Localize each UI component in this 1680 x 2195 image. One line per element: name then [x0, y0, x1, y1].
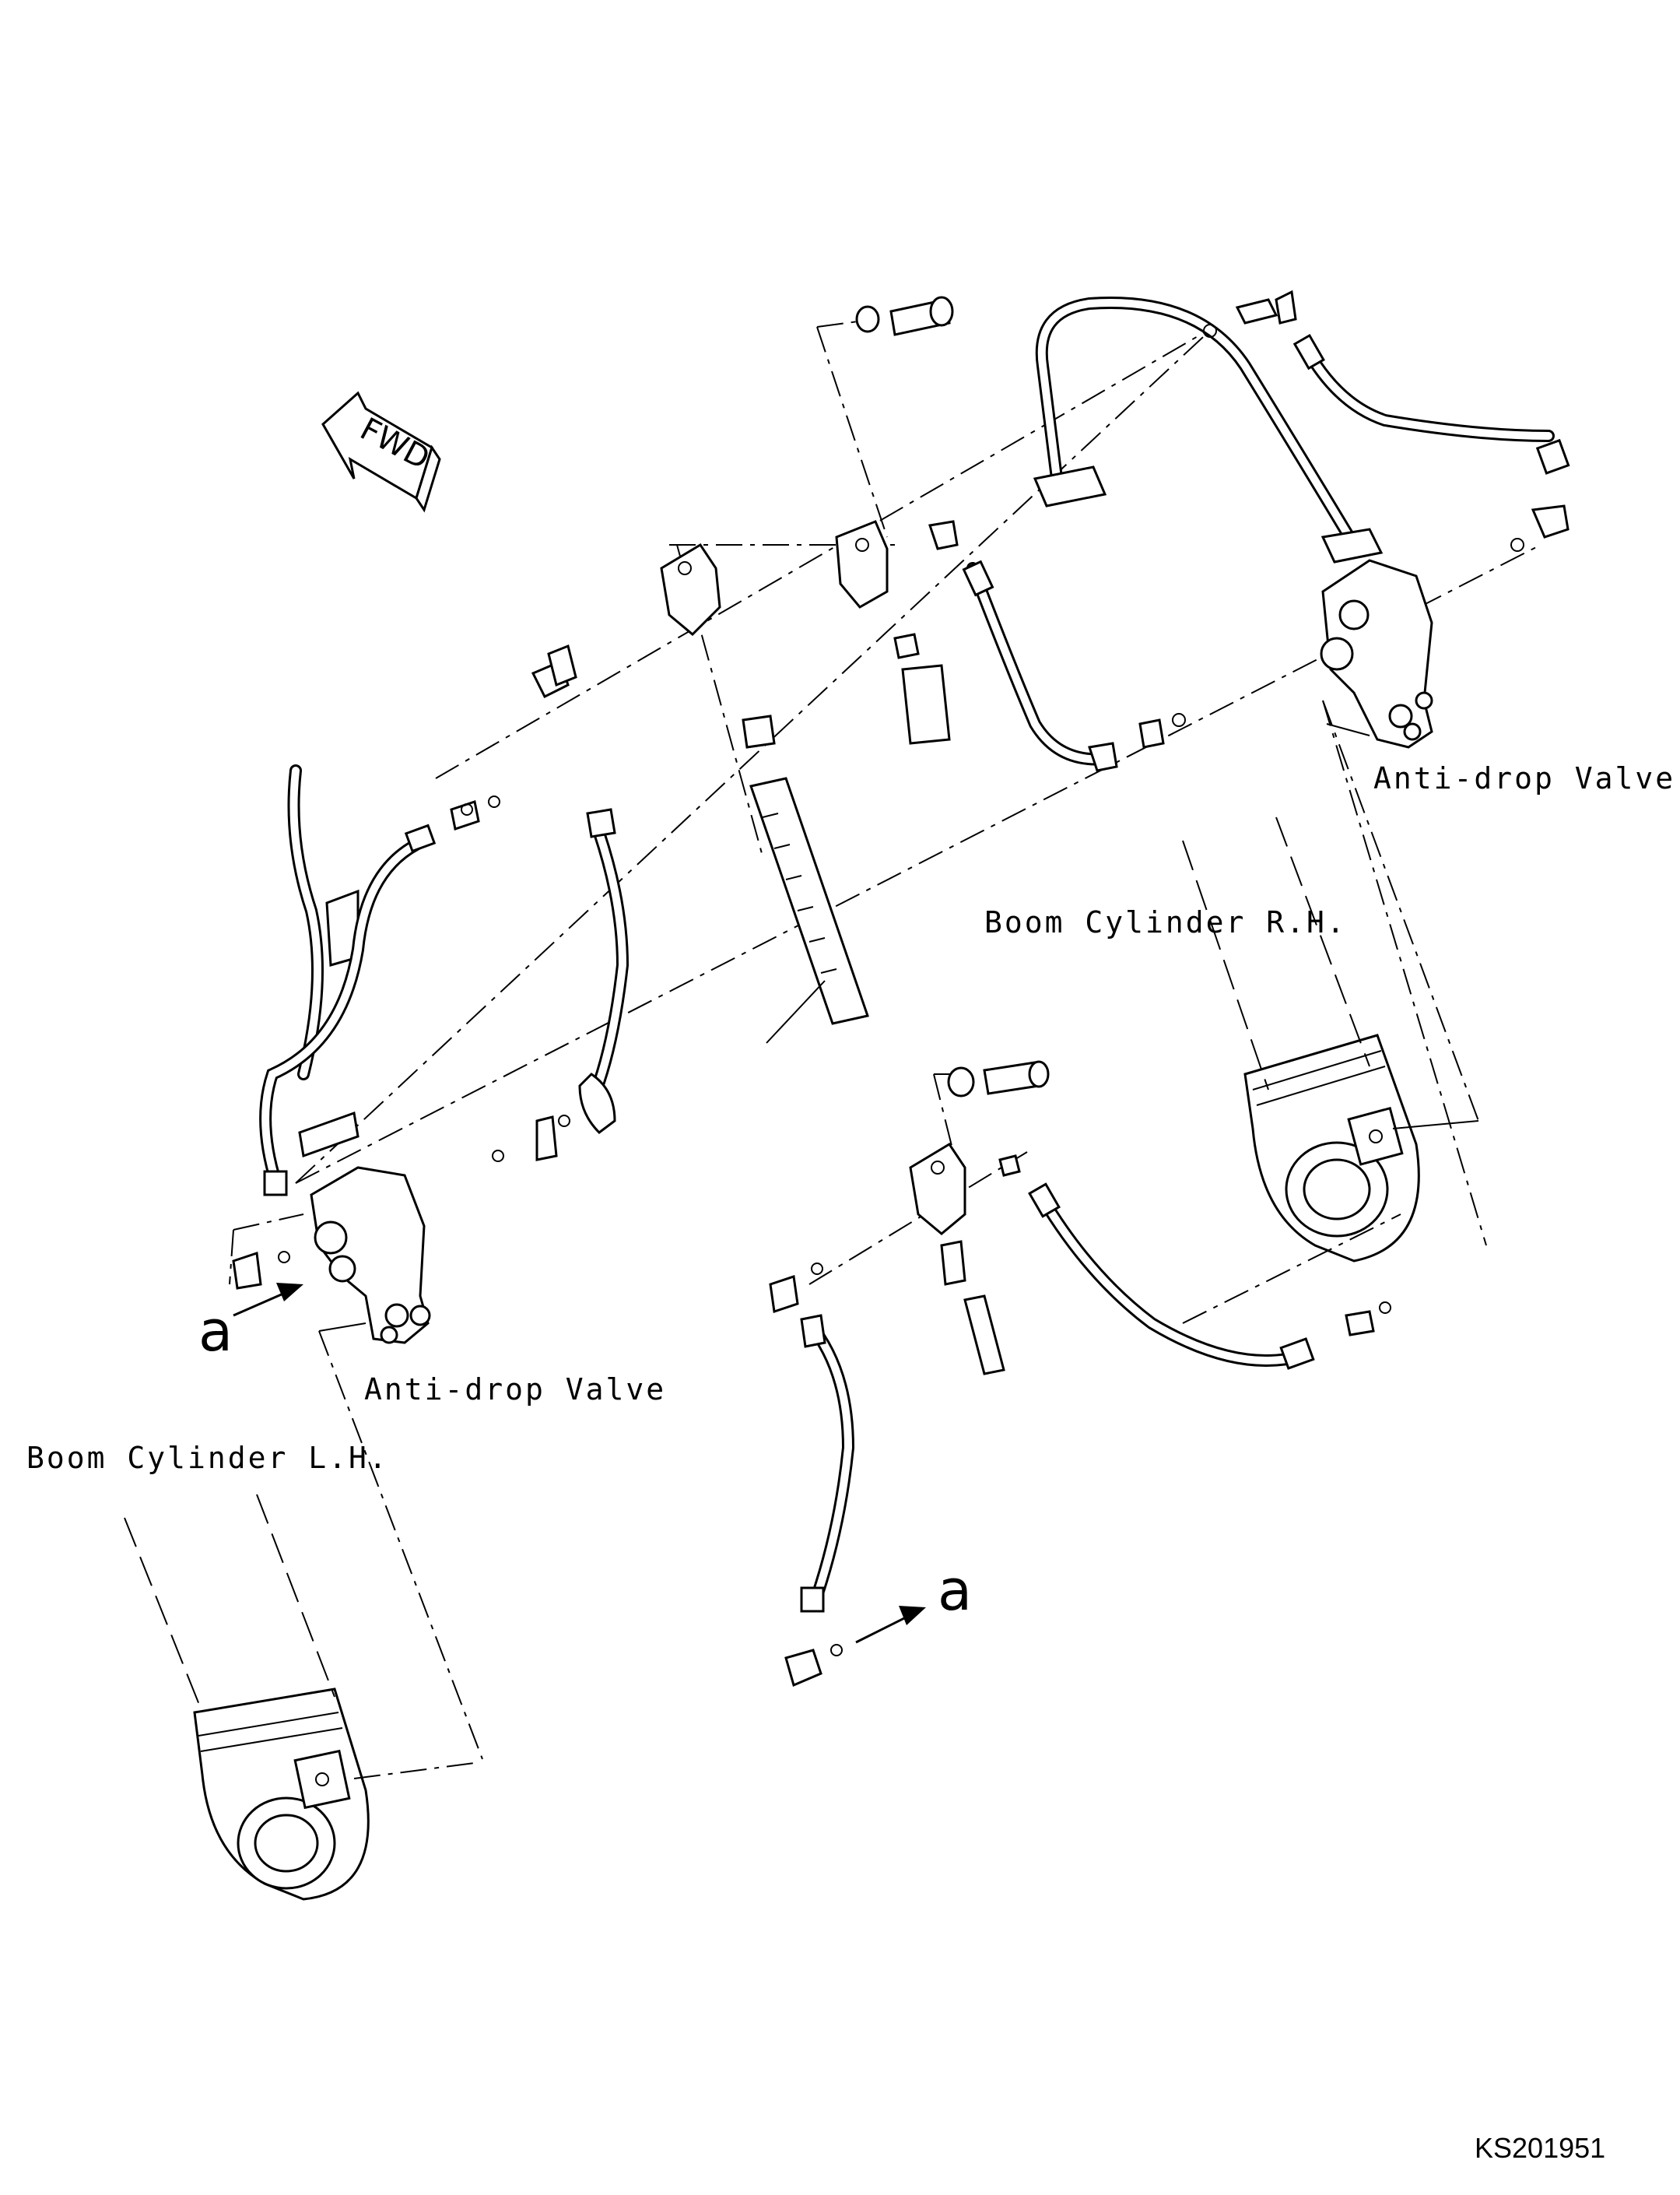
view-marker-right: a [938, 1558, 972, 1623]
view-marker-left: a [198, 1298, 233, 1364]
boom-cylinder-lh [124, 1494, 475, 1901]
upper-centre-brackets [660, 296, 954, 637]
fwd-direction-arrow: FWD [321, 391, 441, 513]
lh-small-hose [259, 795, 500, 1196]
centre-flexible-hoses [531, 520, 1186, 1044]
lower-centre-assembly [769, 1060, 1391, 1688]
boom-cylinder-rh [1182, 817, 1420, 1263]
boom-cylinder-rh-label: Boom Cylinder R.H. [984, 905, 1347, 939]
anti-drop-valve-lh [232, 1166, 431, 1344]
anti-drop-valve-rh-label: Anti-drop Valve [1373, 761, 1675, 795]
boom-cylinder-lh-label: Boom Cylinder L.H. [26, 1441, 389, 1475]
upper-rh-steel-tube [1033, 297, 1384, 564]
upper-right-hose [1203, 290, 1570, 552]
view-arrows [233, 1283, 926, 1644]
anti-drop-valve-rh [1320, 559, 1433, 749]
anti-drop-valve-lh-label: Anti-drop Valve [364, 1372, 666, 1407]
lh-middle-hose [492, 808, 630, 1162]
lh-steel-tube [287, 764, 359, 1158]
leader-lines [318, 723, 1479, 1332]
drawing-code: KS201951 [1475, 2132, 1605, 2164]
